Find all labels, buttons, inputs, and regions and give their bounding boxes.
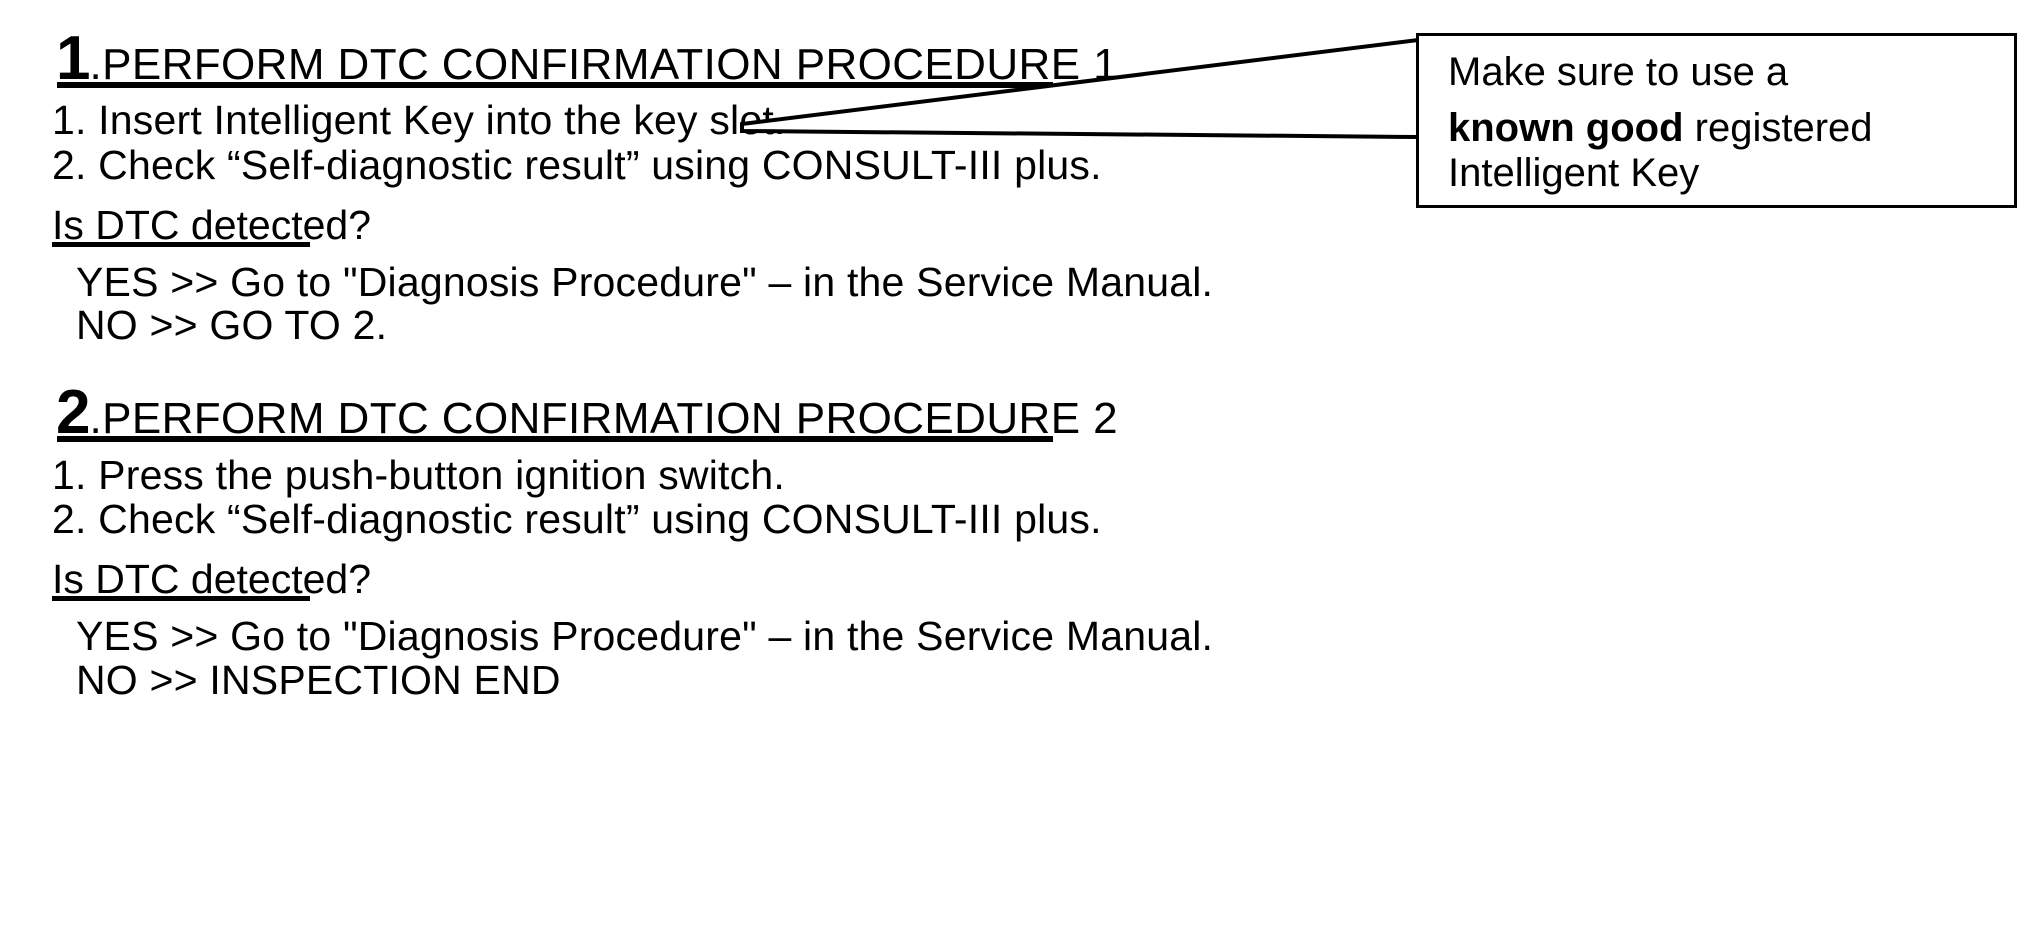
section-1-heading: 1.PERFORM DTC CONFIRMATION PROCEDURE 1	[56, 28, 1118, 90]
section-1-answer-yes: YES >> Go to "Diagnosis Procedure" – in …	[76, 259, 1214, 305]
section-1-step-1: 1. Insert Intelligent Key into the key s…	[52, 97, 786, 143]
section-1-question: Is DTC detected?	[52, 205, 371, 246]
section-1-heading-underline	[57, 82, 1053, 88]
section-2-question: Is DTC detected?	[52, 559, 371, 600]
section-2-answer-no: NO >> INSPECTION END	[76, 657, 561, 703]
callout-box	[1416, 33, 2017, 208]
section-1-answer-no: NO >> GO TO 2.	[76, 302, 388, 348]
section-2-heading: 2.PERFORM DTC CONFIRMATION PROCEDURE 2	[56, 382, 1118, 444]
section-1-step-2: 2. Check “Self-diagnostic result” using …	[52, 142, 1102, 188]
callout-line-1: Make sure to use a	[1448, 50, 1789, 94]
section-2-step-2: 2. Check “Self-diagnostic result” using …	[52, 496, 1102, 542]
section-1-question-text: Is DTC detected	[52, 202, 349, 248]
callout-line-2-rest: registered	[1683, 106, 1873, 150]
callout-line-3: Intelligent Key	[1448, 151, 1700, 195]
callout-emphasis-known-good: known good	[1448, 106, 1684, 150]
section-2-question-mark: ?	[348, 556, 372, 602]
section-2-question-underline	[52, 596, 310, 601]
callout-line-2: known good registered	[1448, 100, 1873, 156]
section-2-step-1: 1. Press the push-button ignition switch…	[52, 452, 785, 498]
section-1-number: 1	[56, 24, 90, 93]
section-1-question-mark: ?	[348, 202, 372, 248]
section-2-question-text: Is DTC detected	[52, 556, 349, 602]
section-2-number: 2	[56, 378, 90, 447]
section-2-answer-yes: YES >> Go to "Diagnosis Procedure" – in …	[76, 613, 1214, 659]
section-1-question-underline	[52, 242, 310, 247]
section-2-heading-underline	[57, 436, 1053, 442]
section-2-title: .PERFORM DTC CONFIRMATION PROCEDURE 2	[89, 394, 1118, 443]
